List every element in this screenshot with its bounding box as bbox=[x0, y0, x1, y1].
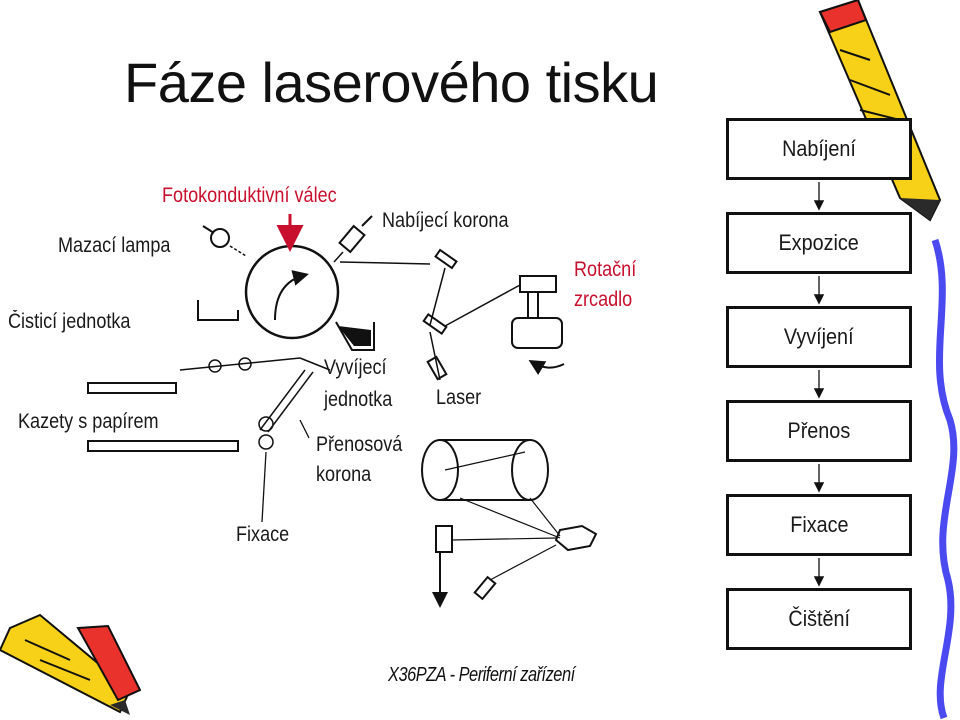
label-charging-corona: Nabíjecí korona bbox=[382, 209, 509, 232]
step-box-cleaning: Čištění bbox=[726, 588, 912, 650]
laser-beam-path bbox=[339, 248, 521, 381]
label-laser: Laser bbox=[436, 386, 482, 409]
label-developing-unit-line1: Vyvíjecí bbox=[324, 356, 387, 379]
step-box-charging: Nabíjení bbox=[726, 118, 912, 180]
pencil-bottom-left-icon bbox=[0, 613, 142, 715]
label-transfer-corona-line1: Přenosová bbox=[316, 433, 403, 456]
paper-tray-lower bbox=[87, 440, 239, 452]
charging-corona-icon bbox=[333, 215, 373, 263]
blue-swirl-decoration bbox=[931, 238, 958, 720]
label-cleaning-unit: Čisticí jednotka bbox=[8, 310, 131, 333]
laser-scanner-illustration bbox=[421, 439, 598, 608]
footer-text: X36PZA - Periferní zařízení bbox=[388, 664, 575, 686]
developing-unit-icon bbox=[335, 321, 375, 351]
step-box-transfer: Přenos bbox=[726, 400, 912, 462]
label-transfer-corona-line2: korona bbox=[316, 463, 372, 486]
rotating-mirror-icon bbox=[511, 275, 565, 376]
label-rotating-mirror-line2: zrcadlo bbox=[574, 288, 633, 311]
paper-tray-upper bbox=[87, 382, 177, 394]
label-erase-lamp: Mazací lampa bbox=[58, 234, 171, 257]
label-developing-unit-line2: jednotka bbox=[324, 388, 393, 411]
label-paper-cassettes: Kazety s papírem bbox=[18, 410, 159, 433]
step-box-developing: Vyvíjení bbox=[726, 306, 912, 368]
label-rotating-mirror-line1: Rotační bbox=[574, 258, 637, 281]
label-fuser: Fixace bbox=[236, 523, 290, 546]
slide-title: Fáze laserového tisku bbox=[124, 51, 659, 114]
erase-lamp-icon bbox=[202, 225, 247, 257]
step-box-fusing: Fixace bbox=[726, 494, 912, 556]
label-photoconductive-drum: Fotokonduktivní válec bbox=[162, 184, 337, 207]
cleaning-unit-icon bbox=[197, 300, 239, 321]
step-box-exposure: Expozice bbox=[726, 212, 912, 274]
paper-path bbox=[179, 357, 331, 450]
photoconductive-drum bbox=[244, 244, 340, 340]
